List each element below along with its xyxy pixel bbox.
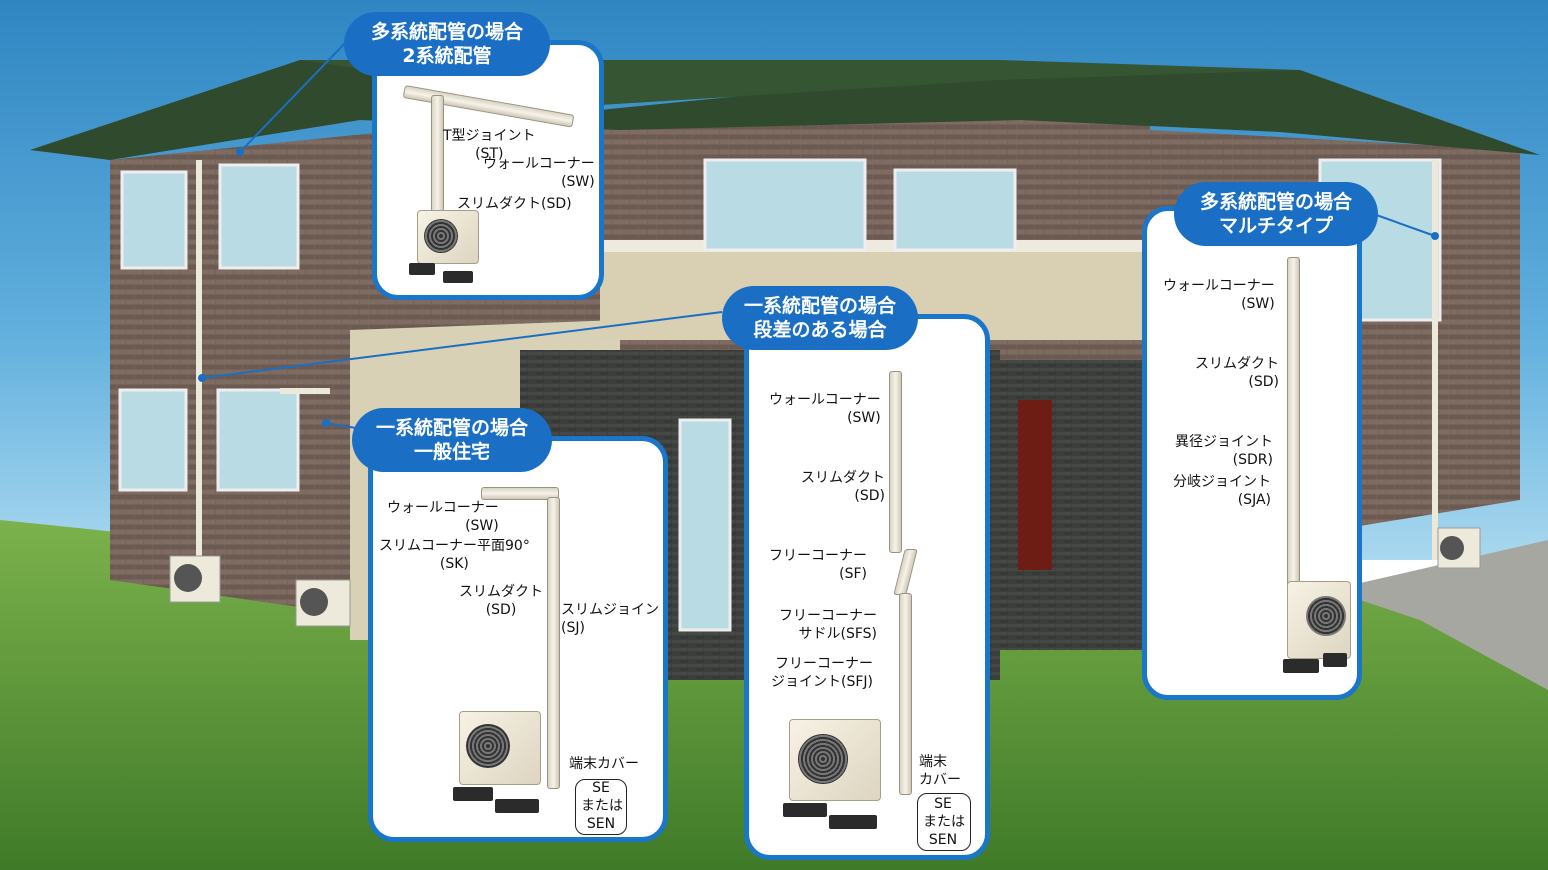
label-end-cover: 端末カバー xyxy=(569,756,639,772)
label-wall-corner: ウォールコーナー (SW) xyxy=(1163,278,1275,312)
callout-general-house: ウォールコーナー (SW) スリムコーナー平面90° (SK) スリムダクト (… xyxy=(368,436,668,842)
label-branch-joint: 分岐ジョイント (SJA) xyxy=(1173,474,1271,508)
label-slim-duct: スリムダクト (SD) xyxy=(1195,356,1279,390)
t-joint-pipe xyxy=(402,85,575,128)
title-general-house: 一系統配管の場合 一般住宅 xyxy=(352,408,552,472)
unit-base xyxy=(1323,653,1347,667)
label-wall-corner: ウォールコーナー (SW) xyxy=(387,500,499,534)
label-end-cover-codes: SE または SEN xyxy=(923,796,965,848)
free-corner-pipe xyxy=(893,549,918,595)
label-slim-duct: スリムダクト (SD) xyxy=(801,470,885,504)
callout-two-system: T型ジョイント (ST) ウォールコーナー (SW) スリムダクト(SD) xyxy=(372,40,604,300)
slim-duct-pipe xyxy=(547,497,560,789)
callout-step: ウォールコーナー (SW) スリムダクト (SD) フリーコーナー (SF) フ… xyxy=(744,314,990,860)
label-free-corner-joint: フリーコーナー ジョイント(SFJ) xyxy=(771,656,873,690)
outdoor-unit xyxy=(417,210,479,264)
slim-duct-pipe xyxy=(1287,257,1300,599)
callout-multi-type: ウォールコーナー (SW) スリムダクト (SD) 異径ジョイント (SDR) … xyxy=(1142,206,1362,700)
unit-base xyxy=(453,787,493,801)
outdoor-unit xyxy=(789,719,881,801)
label-free-corner-saddle: フリーコーナー サドル(SFS) xyxy=(779,608,877,642)
outdoor-unit xyxy=(1287,581,1351,659)
unit-base xyxy=(443,271,473,283)
slim-duct-pipe xyxy=(889,371,902,553)
title-multi-type: 多系統配管の場合 マルチタイプ xyxy=(1174,182,1378,246)
lower-duct-pipe xyxy=(899,593,912,795)
wall-corner-pipe xyxy=(481,487,559,500)
end-cover-bracket xyxy=(917,793,971,851)
unit-base xyxy=(495,799,539,813)
unit-base xyxy=(1283,659,1319,673)
label-slim-corner: スリムコーナー平面90° (SK) xyxy=(379,538,530,572)
label-reducer-joint: 異径ジョイント (SDR) xyxy=(1175,434,1273,468)
unit-base xyxy=(783,803,827,817)
label-slim-duct: スリムダクト(SD) xyxy=(457,196,572,212)
unit-base xyxy=(409,263,435,275)
outdoor-unit xyxy=(459,711,541,785)
label-t-joint: T型ジョイント (ST) xyxy=(443,128,536,162)
title-two-system: 多系統配管の場合 2系統配管 xyxy=(344,12,550,76)
label-wall-corner: ウォールコーナー (SW) xyxy=(483,156,595,190)
label-wall-corner: ウォールコーナー (SW) xyxy=(769,392,881,426)
end-cover-bracket xyxy=(575,779,627,835)
title-step: 一系統配管の場合 段差のある場合 xyxy=(722,286,918,350)
label-free-corner: フリーコーナー (SF) xyxy=(769,548,867,582)
label-end-cover: 端末 カバー xyxy=(919,754,961,788)
label-end-cover-codes: SE または SEN xyxy=(581,780,623,832)
unit-base xyxy=(829,815,877,829)
label-slim-joint: スリムジョイント (SJ) xyxy=(561,602,668,636)
label-slim-duct: スリムダクト (SD) xyxy=(459,584,543,618)
